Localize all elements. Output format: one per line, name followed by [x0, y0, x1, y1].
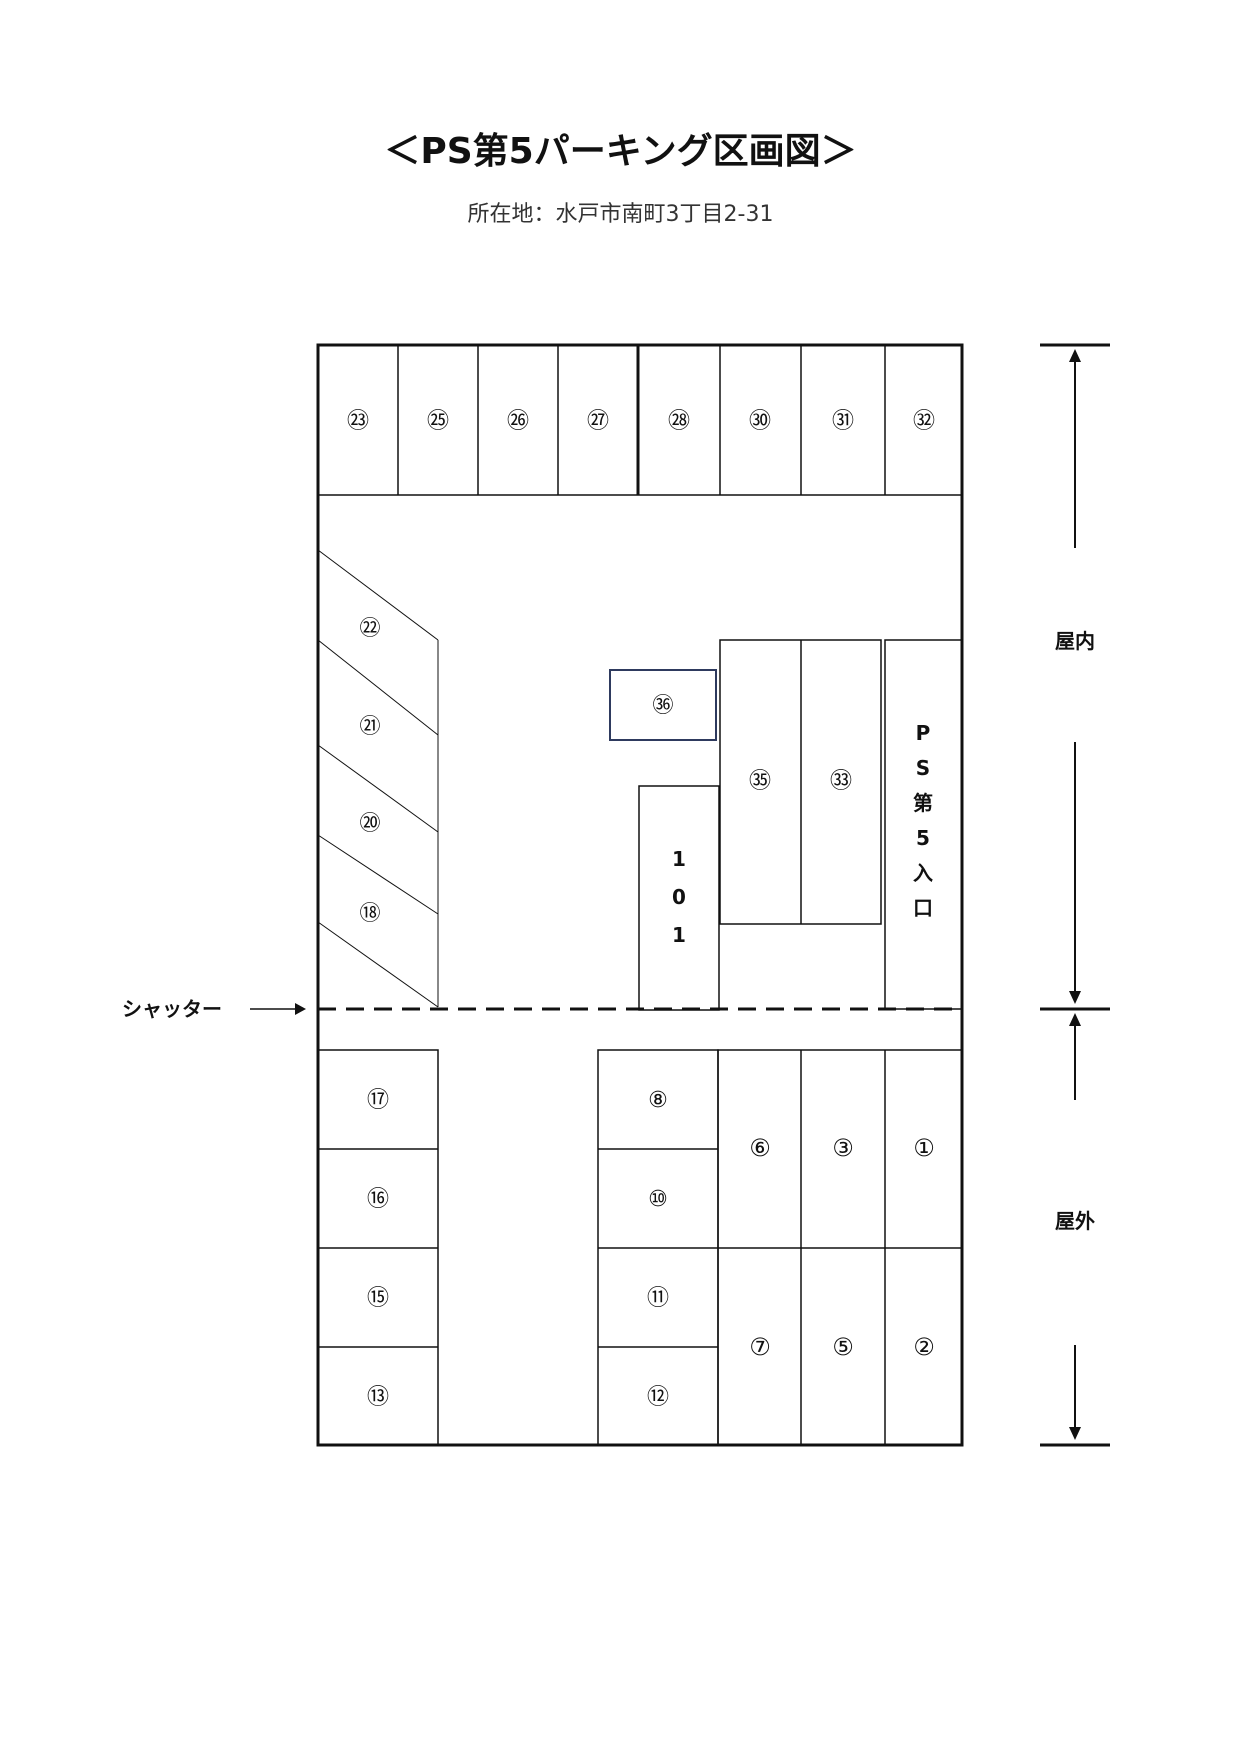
space-101-char-2: 0 — [672, 885, 686, 909]
space-16: ⑯ — [367, 1187, 389, 1212]
space-20: ⑳ — [360, 811, 381, 835]
space-5: ⑤ — [832, 1333, 854, 1361]
right-outdoor-dividers — [718, 1050, 962, 1445]
outdoor-label: 屋外 — [1055, 1209, 1095, 1233]
entrance-char-4: 5 — [916, 826, 930, 850]
left-outdoor-numbers: ⑰ ⑯ ⑮ ⑬ — [367, 1088, 389, 1410]
indoor-arrow-up-head — [1069, 349, 1081, 362]
entrance-char-1: P — [916, 721, 931, 745]
space-31: ㉛ — [832, 409, 854, 434]
entrance-char-2: S — [916, 756, 930, 780]
shutter-arrow-head — [295, 1003, 306, 1015]
space-15: ⑮ — [367, 1286, 389, 1311]
right-outdoor-numbers: ⑥ ③ ① ⑦ ⑤ ② — [749, 1134, 935, 1361]
address-line: 所在地：水戸市南町3丁目2-31 — [467, 202, 774, 227]
outdoor-arrow-up-head — [1069, 1013, 1081, 1026]
space-7: ⑦ — [749, 1333, 771, 1361]
space-101-label: 1 0 1 — [672, 847, 686, 947]
space-101-char-3: 1 — [672, 923, 686, 947]
space-36-box — [609, 669, 717, 741]
zone-boundary-ticks — [1040, 343, 1110, 1447]
entrance-char-5: 入 — [913, 861, 933, 885]
space-33: ㉝ — [830, 769, 852, 794]
space-12: ⑫ — [647, 1385, 669, 1410]
indoor-arrow-down-head — [1069, 991, 1081, 1004]
space-1: ① — [913, 1134, 935, 1162]
space-18: ⑱ — [360, 901, 381, 925]
space-8: ⑧ — [648, 1088, 668, 1113]
space-21: ㉑ — [360, 714, 381, 738]
space-35: ㉟ — [749, 769, 771, 794]
space-13: ⑬ — [367, 1385, 389, 1410]
space-101-box — [638, 785, 720, 1011]
entrance-char-6: 口 — [913, 896, 933, 920]
entrance-char-3: 第 — [913, 791, 933, 815]
middle-outdoor-dividers — [598, 1148, 718, 1348]
space-28: ㉘ — [668, 409, 690, 434]
page-title: ＜PS第5パーキング区画図＞ — [384, 131, 857, 172]
diagonal-spaces — [317, 549, 439, 1008]
space-27: ㉗ — [587, 409, 609, 434]
shutter-label: シャッター — [122, 997, 222, 1021]
space-32: ㉜ — [913, 409, 935, 434]
space-23: ㉓ — [347, 409, 369, 434]
left-outdoor-dividers — [318, 1148, 438, 1348]
space-11: ⑪ — [647, 1286, 669, 1311]
space-6: ⑥ — [749, 1134, 771, 1162]
middle-outdoor-numbers: ⑧ ⑩ ⑪ ⑫ — [647, 1088, 669, 1410]
space-10: ⑩ — [648, 1187, 668, 1212]
diagonal-numbers: ㉒ ㉑ ⑳ ⑱ — [360, 616, 381, 925]
space-3: ③ — [832, 1134, 854, 1162]
entrance-label: P S 第 5 入 口 — [913, 721, 933, 920]
top-row-numbers: ㉓ ㉕ ㉖ ㉗ ㉘ ㉚ ㉛ ㉜ — [347, 409, 935, 434]
space-26: ㉖ — [507, 409, 529, 434]
space-22: ㉒ — [360, 616, 381, 640]
space-2: ② — [913, 1333, 935, 1361]
top-row-dividers — [397, 345, 886, 495]
lot-boundary — [316, 343, 964, 1447]
space-30: ㉚ — [749, 409, 771, 434]
space-17: ⑰ — [367, 1088, 389, 1113]
space-36: ㊱ — [653, 693, 674, 717]
space-101-char-1: 1 — [672, 847, 686, 871]
outdoor-arrow-down-head — [1069, 1427, 1081, 1440]
space-25: ㉕ — [427, 409, 449, 434]
entrance-box — [884, 639, 963, 1010]
indoor-label: 屋内 — [1055, 629, 1095, 653]
